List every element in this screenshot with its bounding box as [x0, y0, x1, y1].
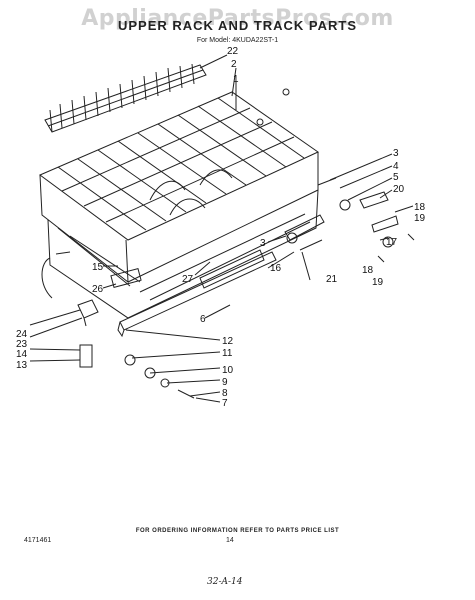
- watermark: AppliancePartsPros.com: [81, 6, 394, 31]
- callout-6: 6: [200, 314, 206, 325]
- callout-5: 5: [393, 172, 399, 183]
- callout-20: 20: [393, 184, 405, 195]
- callout-12: 12: [222, 336, 234, 347]
- handwritten-note: 32-A-14: [207, 577, 243, 587]
- upper-rack-drawing: [39, 91, 319, 319]
- callout-17: 17: [386, 237, 398, 248]
- callout-14: 14: [16, 349, 28, 360]
- tine-rack-drawing: [44, 63, 207, 133]
- callout-24: 24: [16, 329, 28, 340]
- callout-9: 9: [222, 377, 228, 388]
- callout-27: 27: [182, 274, 194, 285]
- leader-lines: [29, 54, 414, 403]
- callout-15: 15: [92, 262, 104, 273]
- callout-7: 7: [222, 398, 228, 409]
- part-callouts: 22 2 1 3 4 5 20 18 19 17 18 19 21 16 3 1…: [16, 46, 426, 409]
- callout-18: 18: [414, 202, 426, 213]
- callout-3: 3: [393, 148, 399, 159]
- callout-22: 22: [227, 46, 239, 57]
- callout-8: 8: [222, 388, 228, 399]
- callout-26: 26: [92, 284, 104, 295]
- page-number: 14: [226, 537, 234, 544]
- callout-19: 19: [414, 213, 426, 224]
- callout-2: 2: [231, 59, 237, 70]
- callout-4: 4: [393, 161, 399, 172]
- callout-13: 13: [16, 360, 28, 371]
- rack-hardware-drawing: [41, 88, 415, 399]
- callout-16: 16: [270, 263, 282, 274]
- document-id: 4171461: [24, 537, 52, 544]
- callout-18-lower: 18: [362, 265, 374, 276]
- diagram-title: UPPER RACK AND TRACK PARTS: [117, 18, 358, 33]
- callout-1: 1: [233, 74, 239, 85]
- callout-3-lower: 3: [260, 238, 266, 249]
- callout-11: 11: [222, 348, 233, 359]
- ordering-note: FOR ORDERING INFORMATION REFER TO PARTS …: [135, 528, 340, 534]
- callout-19-lower: 19: [372, 277, 384, 288]
- model-number: For Model: 4KUDA22ST-1: [196, 37, 279, 44]
- callout-23: 23: [16, 339, 28, 350]
- callout-10: 10: [222, 365, 234, 376]
- callout-21: 21: [326, 274, 338, 285]
